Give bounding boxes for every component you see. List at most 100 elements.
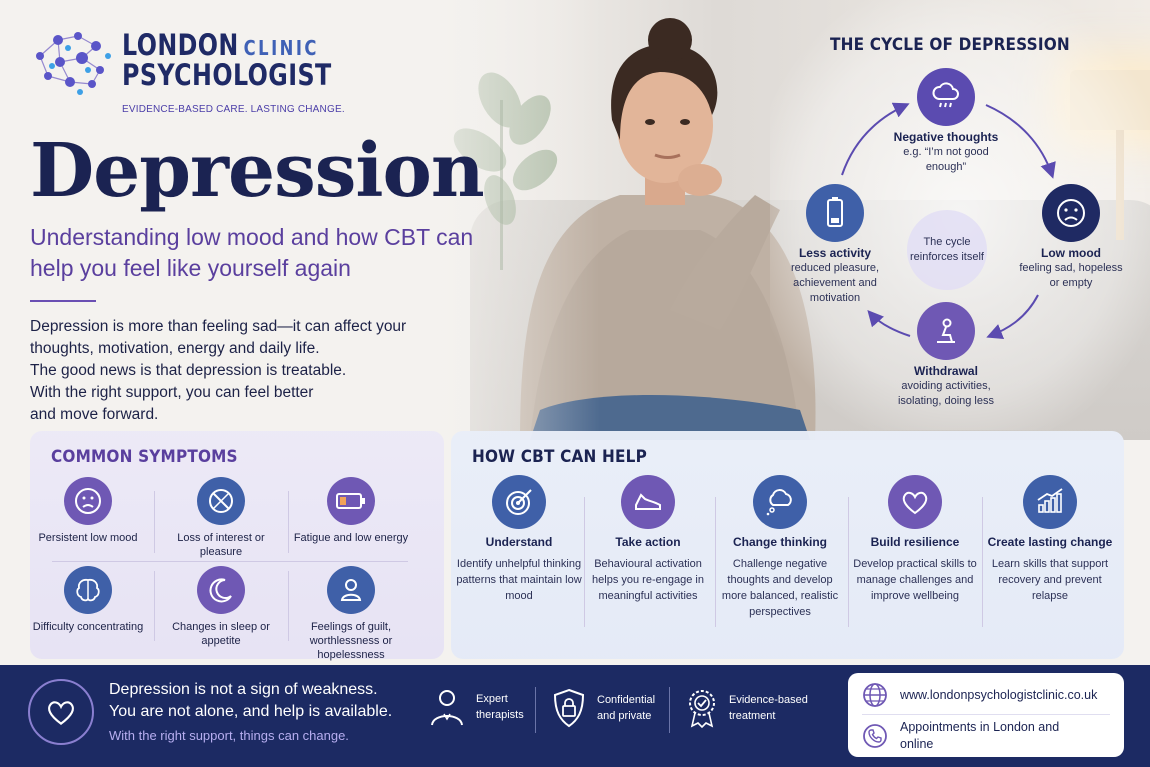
brain-icon <box>64 566 112 614</box>
badge-confidential: Confidential and private <box>551 687 667 729</box>
cbt-step-take-action: Take action Behavioural activation helps… <box>584 475 712 604</box>
cycle-node-withdrawal: Withdrawal avoiding activities, isolatin… <box>886 302 1006 409</box>
divider <box>862 714 1110 715</box>
cycle-node-less-activity: Less activity reduced pleasure, achievem… <box>780 184 890 306</box>
intro-line: and move forward. <box>30 406 159 423</box>
low-battery-icon <box>806 184 864 242</box>
cbt-step-desc: Learn skills that support recovery and p… <box>991 558 1109 602</box>
globe-icon <box>863 683 887 707</box>
rain-cloud-icon <box>917 68 975 126</box>
symptoms-title: COMMON SYMPTOMS <box>51 447 238 467</box>
footer-line1: Depression is not a sign of weakness. <box>109 681 378 698</box>
cbt-step-lasting-change: Create lasting change Learn skills that … <box>986 475 1114 604</box>
symptom-item: Feelings of guilt, worthlessness or hope… <box>286 566 416 662</box>
cycle-node-desc: avoiding activities, isolating, doing le… <box>897 380 994 407</box>
cbt-step-desc: Behavioural activation helps you re-enga… <box>592 558 704 602</box>
cbt-step-understand: Understand Identify unhelpful thinking p… <box>455 475 583 604</box>
intro-text: Depression is more than feeling sad—it c… <box>30 316 450 426</box>
appointments-text: Appointments in London and online <box>900 720 1060 751</box>
cycle-node-label: Negative thoughts <box>893 130 999 144</box>
cbt-step-label: Change thinking <box>733 535 827 549</box>
brand-name-clinic: CLINIC <box>243 36 319 60</box>
heart-icon <box>28 679 94 745</box>
website-link[interactable]: www.londonpsychologistclinic.co.uk <box>900 687 1098 702</box>
cycle-title: THE CYCLE OF DEPRESSION <box>830 35 1070 55</box>
divider <box>715 497 716 627</box>
cbt-step-label: Understand <box>485 535 553 549</box>
symptom-item: Loss of interest or pleasure <box>156 477 286 559</box>
cycle-node-label: Less activity <box>798 246 872 260</box>
symptom-label: Difficulty concentrating <box>32 621 144 633</box>
cbt-step-label: Take action <box>615 535 681 549</box>
sad-face-icon <box>64 477 112 525</box>
symptom-label: Persistent low mood <box>38 532 138 544</box>
phone-icon <box>863 724 887 748</box>
award-icon <box>689 690 715 729</box>
cbt-step-label: Create lasting change <box>987 535 1113 549</box>
cycle-node-low-mood: Low mood feeling sad, hopeless or empty <box>1016 184 1126 291</box>
symptom-label: Changes in sleep or appetite <box>172 621 270 647</box>
cbt-step-change-thinking: Change thinking Challenge negative thoug… <box>716 475 844 620</box>
shield-lock-icon <box>553 688 585 728</box>
cbt-step-build-resilience: Build resilience Develop practical skill… <box>851 475 979 604</box>
heart-icon <box>888 475 942 529</box>
symptom-label: Feelings of guilt, worthlessness or hope… <box>309 621 393 661</box>
cycle-center-label: The cycle reinforces itself <box>907 210 987 290</box>
cbt-step-desc: Challenge negative thoughts and develop … <box>721 558 839 618</box>
contact-card: www.londonpsychologistclinic.co.uk Appoi… <box>848 673 1124 757</box>
cbt-title: HOW CBT CAN HELP <box>472 447 647 467</box>
intro-line: With the right support, you can feel bet… <box>30 384 314 401</box>
shoe-icon <box>621 475 675 529</box>
footer-line2: You are not alone, and help is available… <box>109 703 393 720</box>
title-divider <box>30 300 96 302</box>
divider <box>669 687 670 733</box>
appointments-row[interactable]: Appointments in London and online <box>862 719 1070 753</box>
cycle-node-label: Low mood <box>1041 246 1101 260</box>
therapist-icon <box>431 690 463 726</box>
divider <box>584 497 585 627</box>
network-logo-icon <box>36 32 111 95</box>
intro-line: Depression is more than feeling sad—it c… <box>30 318 407 335</box>
footer-bar: Depression is not a sign of weakness. Yo… <box>0 665 1150 767</box>
sad-face-icon <box>1042 184 1100 242</box>
sitting-person-icon <box>917 302 975 360</box>
symptoms-panel: COMMON SYMPTOMS Persistent low mood Loss… <box>30 431 444 662</box>
brand-name-line2: PSYCHOLOGIST <box>122 58 332 92</box>
cbt-panel: HOW CBT CAN HELP Understand Identify unh… <box>451 431 1124 659</box>
symptom-item: Changes in sleep or appetite <box>156 566 286 648</box>
person-icon <box>327 566 375 614</box>
badge-expert-therapists: Expert therapists <box>428 687 536 727</box>
cycle-arrows <box>841 102 1056 339</box>
cbt-step-label: Build resilience <box>870 535 960 549</box>
cycle-node-negative-thoughts: Negative thoughts e.g. “I’m not good eno… <box>883 68 1009 175</box>
photo-fade <box>380 0 600 440</box>
divider <box>154 571 155 641</box>
depression-cycle-diagram: THE CYCLE OF DEPRESSION Negative thought… <box>780 30 1140 420</box>
divider <box>154 491 155 553</box>
badge-evidence-based: Evidence-based treatment <box>685 687 819 729</box>
divider <box>848 497 849 627</box>
cycle-node-desc: e.g. “I’m not good enough” <box>903 146 989 173</box>
moon-icon <box>197 566 245 614</box>
page-title: Depression <box>30 128 485 214</box>
brand-tagline: EVIDENCE-BASED CARE. LASTING CHANGE. <box>122 104 345 115</box>
intro-line: thoughts, motivation, energy and daily l… <box>30 340 320 357</box>
cycle-node-desc: feeling sad, hopeless or empty <box>1019 262 1123 289</box>
symptom-item: Persistent low mood <box>23 477 153 545</box>
divider <box>288 571 289 641</box>
divider <box>535 687 536 733</box>
footer-line3: With the right support, things can chang… <box>109 728 349 743</box>
page-subtitle: Understanding low mood and how CBT can h… <box>30 224 474 281</box>
growth-chart-icon <box>1023 475 1077 529</box>
symptom-label: Loss of interest or pleasure <box>177 532 265 558</box>
cbt-step-desc: Develop practical skills to manage chall… <box>853 558 977 602</box>
badge-text: Evidence-based treatment <box>729 694 808 722</box>
divider <box>52 561 408 562</box>
target-icon <box>492 475 546 529</box>
website-row[interactable]: www.londonpsychologistclinic.co.uk <box>862 682 1097 708</box>
divider <box>288 491 289 553</box>
low-battery-icon <box>327 477 375 525</box>
